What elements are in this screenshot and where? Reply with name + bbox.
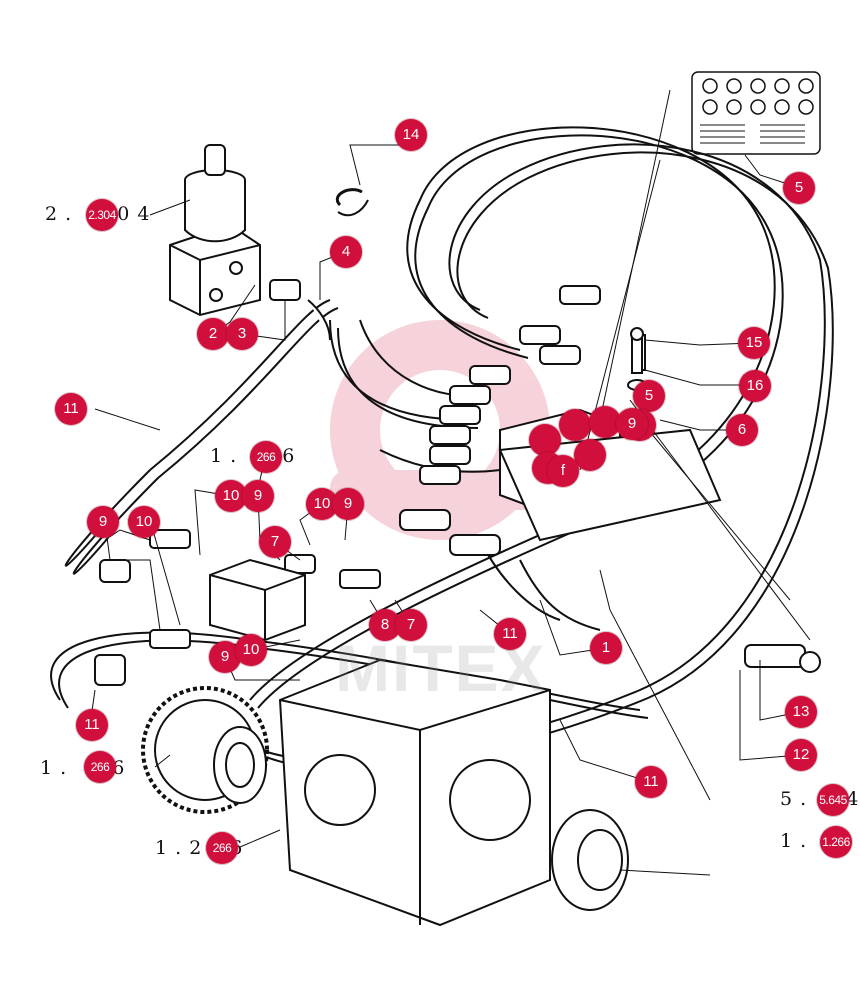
part-callout[interactable]: 10 bbox=[128, 506, 160, 538]
gear-and-hub bbox=[141, 686, 629, 911]
part-callout[interactable]: 7 bbox=[259, 526, 291, 558]
ref-badge[interactable]: 1.266 bbox=[820, 826, 852, 858]
part-callout[interactable]: 15 bbox=[738, 327, 770, 359]
part-callout[interactable]: 10 bbox=[235, 634, 267, 666]
ref-suffix: 4 bbox=[846, 788, 860, 810]
ref-prefix: 1 . bbox=[210, 445, 245, 467]
part-callout[interactable]: 11 bbox=[494, 618, 526, 650]
part-callout[interactable]: 9 bbox=[242, 480, 274, 512]
ref-group-1: 2 . 0 4 bbox=[45, 203, 150, 225]
valve-block-accumulator bbox=[169, 144, 261, 317]
part-callout[interactable]: 6 bbox=[726, 414, 758, 446]
ref-badge[interactable]: 266 bbox=[84, 751, 116, 783]
hose-fittings bbox=[94, 279, 806, 686]
part-callout[interactable]: 9 bbox=[87, 506, 119, 538]
part-callout[interactable]: 11 bbox=[76, 709, 108, 741]
part-callout[interactable]: 5 bbox=[633, 380, 665, 412]
part-callout[interactable]: 12 bbox=[785, 739, 817, 771]
part-callout[interactable] bbox=[589, 406, 621, 438]
part-callout[interactable] bbox=[559, 409, 591, 441]
part-callout[interactable]: 16 bbox=[739, 370, 771, 402]
ref-suffix: 0 4 bbox=[117, 203, 151, 225]
ref-badge[interactable]: 266 bbox=[250, 441, 282, 473]
part-callout[interactable]: 9 bbox=[616, 408, 648, 440]
part-callout[interactable]: 11 bbox=[635, 766, 667, 798]
ref-prefix: 1 . bbox=[40, 757, 75, 779]
part-callout[interactable]: 3 bbox=[226, 318, 258, 350]
ref-prefix: 5 . bbox=[780, 788, 815, 810]
part-callout[interactable]: 7 bbox=[395, 609, 427, 641]
part-callout[interactable]: f bbox=[547, 455, 579, 487]
ref-group-5: 5 . 4 bbox=[780, 788, 859, 810]
part-callout[interactable]: 13 bbox=[785, 696, 817, 728]
ref-group-2: 1 . 6 bbox=[210, 445, 295, 467]
part-callout[interactable] bbox=[574, 439, 606, 471]
part-callout[interactable]: 2 bbox=[197, 318, 229, 350]
ref-group-6: 1 . bbox=[780, 830, 807, 852]
part-callout[interactable]: 1 bbox=[590, 632, 622, 664]
ref-prefix: 1 . bbox=[780, 830, 808, 852]
part-callout[interactable]: 9 bbox=[332, 488, 364, 520]
legend-decal bbox=[691, 71, 821, 155]
part-callout[interactable]: 5 bbox=[783, 172, 815, 204]
ref-prefix: 2 . bbox=[45, 203, 80, 225]
ref-suffix: 6 bbox=[282, 445, 296, 467]
ref-badge[interactable]: 5.645 bbox=[817, 784, 849, 816]
ref-badge[interactable]: 266 bbox=[206, 832, 238, 864]
part-callout[interactable]: 11 bbox=[55, 393, 87, 425]
ref-badge[interactable]: 2.304 bbox=[86, 199, 118, 231]
part-callout[interactable] bbox=[529, 424, 561, 456]
part-callout[interactable]: 14 bbox=[395, 119, 427, 151]
part-callout[interactable]: 10 bbox=[215, 480, 247, 512]
ref-prefix: 1 . 2 bbox=[155, 837, 203, 859]
part-callout[interactable]: 4 bbox=[330, 236, 362, 268]
